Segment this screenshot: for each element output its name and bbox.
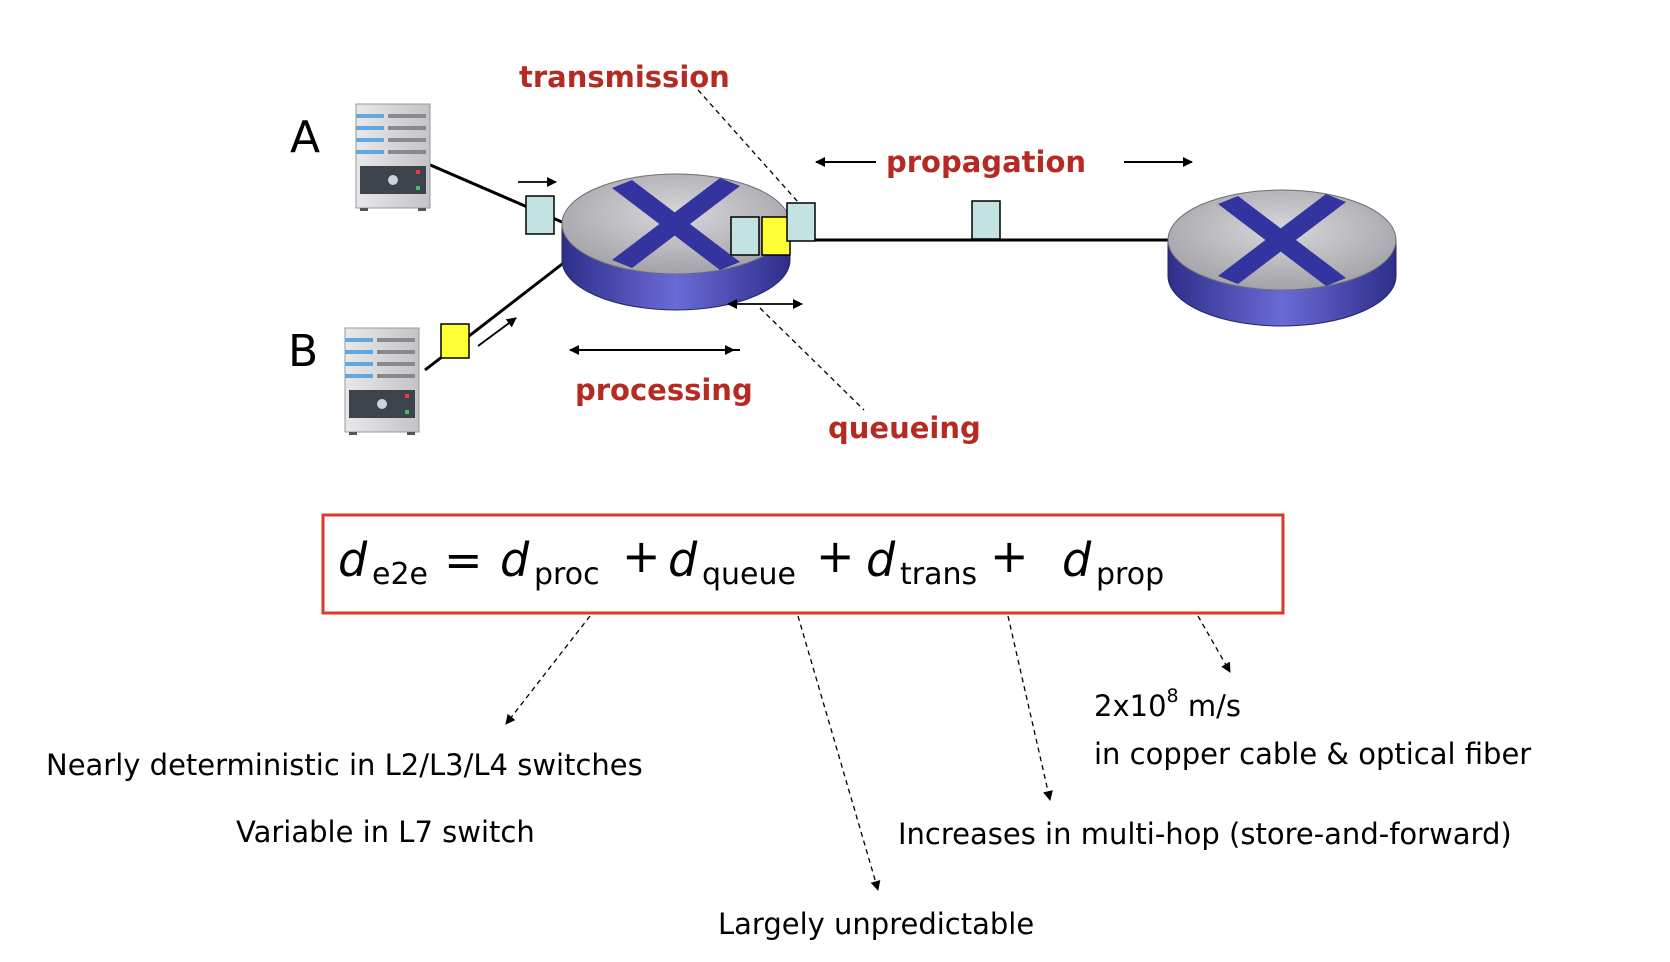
host-b-label: B bbox=[288, 326, 318, 377]
packet-queued-yellow bbox=[761, 216, 791, 256]
proc-note-line2: Variable in L7 switch bbox=[236, 815, 535, 849]
prop-speed-unit: m/s bbox=[1179, 689, 1241, 723]
proc-note-line1: Nearly deterministic in L2/L3/L4 switche… bbox=[46, 748, 643, 782]
eq-plus-2: + bbox=[816, 529, 855, 583]
router-2-icon bbox=[1167, 189, 1397, 327]
prop-speed-base: 2x10 bbox=[1094, 689, 1167, 723]
eq-sub-prop: prop bbox=[1096, 557, 1164, 592]
packet-incoming-b bbox=[440, 323, 470, 359]
eq-sub-trans: trans bbox=[900, 557, 977, 592]
eq-d-queue: d bbox=[668, 533, 698, 587]
packet-incoming-a bbox=[525, 195, 555, 235]
trans-note: Increases in multi-hop (store-and-forwar… bbox=[898, 817, 1512, 851]
server-b-icon bbox=[344, 327, 420, 435]
prop-note-arrow bbox=[1197, 615, 1231, 673]
processing-label: processing bbox=[575, 373, 753, 407]
eq-sub-e2e: e2e bbox=[372, 557, 428, 592]
transmission-label: transmission bbox=[519, 60, 730, 94]
transmission-leader bbox=[697, 89, 799, 203]
eq-sub-proc: proc bbox=[534, 557, 600, 592]
host-a-label: A bbox=[290, 112, 320, 163]
proc-note-arrow bbox=[505, 615, 591, 725]
eq-plus-3: + bbox=[990, 529, 1029, 583]
trans-note-arrow bbox=[1007, 615, 1053, 801]
packet-transmitting bbox=[786, 202, 816, 242]
queue-note-arrow bbox=[797, 615, 881, 891]
equation-box bbox=[321, 513, 1285, 615]
eq-d-proc: d bbox=[500, 533, 530, 587]
packet-propagating bbox=[971, 200, 1001, 240]
eq-d-trans: d bbox=[866, 533, 896, 587]
eq-equals: = bbox=[444, 533, 483, 587]
prop-speed-note: 2x108 m/s bbox=[1094, 685, 1241, 723]
packet-queued-blue bbox=[730, 216, 760, 256]
eq-sub-queue: queue bbox=[702, 557, 796, 592]
server-a-icon bbox=[355, 103, 431, 211]
queueing-label: queueing bbox=[828, 411, 981, 445]
queue-note: Largely unpredictable bbox=[718, 907, 1034, 941]
arrow-b-direction bbox=[477, 317, 517, 347]
queueing-leader bbox=[759, 307, 865, 411]
delay-equation: d e2e = d proc + d queue + d trans + d p… bbox=[338, 529, 1164, 592]
prop-medium-note: in copper cable & optical fiber bbox=[1094, 737, 1531, 771]
prop-speed-exp: 8 bbox=[1167, 685, 1179, 707]
propagation-label: propagation bbox=[886, 145, 1086, 179]
eq-d-prop: d bbox=[1062, 533, 1092, 587]
eq-d-e2e: d bbox=[338, 533, 368, 587]
eq-plus-1: + bbox=[622, 529, 661, 583]
